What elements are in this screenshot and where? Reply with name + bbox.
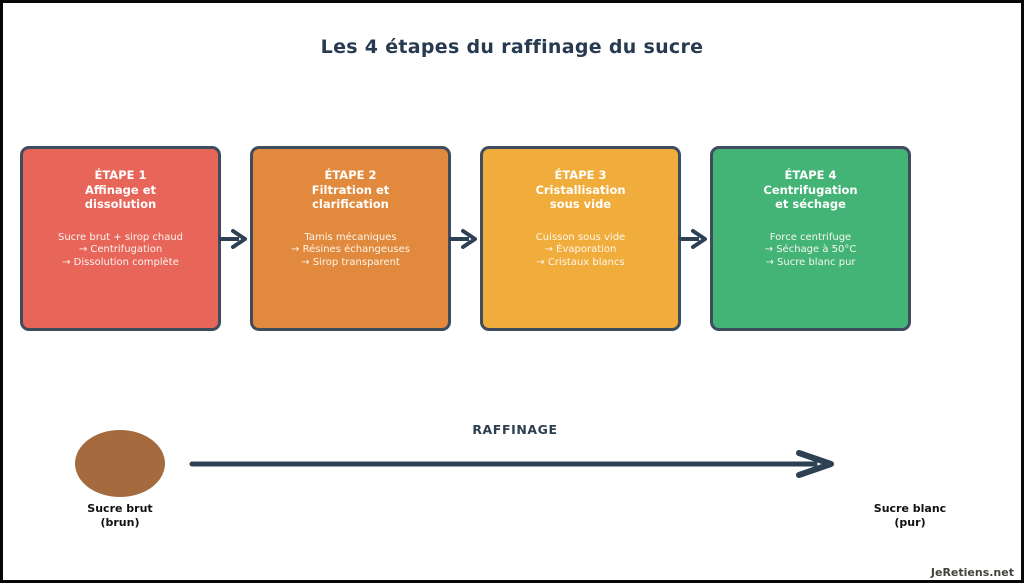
step-4-body-line-2: → Séchage à 50°C	[764, 244, 857, 255]
page-title: Les 4 étapes du raffinage du sucre	[320, 36, 704, 58]
arrow-right-icon	[219, 229, 247, 249]
start-state-label: Sucre brut (brun)	[50, 502, 190, 529]
arrow-right-icon	[679, 229, 707, 249]
step-3-title: ÉTAPE 3 Cristallisation sous vide	[483, 168, 678, 212]
step-2-title: ÉTAPE 2 Filtration et clarification	[253, 168, 448, 212]
flow-label: RAFFINAGE	[472, 422, 558, 437]
step-4-body: Force centrifuge → Séchage à 50°C → Sucr…	[713, 232, 908, 270]
step-1-title-line-3: dissolution	[84, 197, 157, 211]
step-2-body-line-3: → Sirop transparent	[301, 256, 400, 268]
watermark: JeRetiens.net	[930, 566, 1014, 579]
refining-flow-arrow	[189, 450, 834, 478]
end-state-label: Sucre blanc (pur)	[840, 502, 980, 529]
step-2-body-line-2: → Résines échangeuses	[291, 244, 410, 255]
start-state-label-line-2: (brun)	[100, 515, 140, 529]
step-1-title-line-1: ÉTAPE 1	[94, 168, 147, 182]
step-1-title-line-2: Affinage et	[84, 182, 156, 197]
step-4-title-line-1: ÉTAPE 4	[784, 168, 837, 182]
step-1-body-line-3: → Dissolution complète	[62, 256, 179, 268]
end-state-label-line-2: (pur)	[894, 515, 926, 529]
end-state-label-line-1: Sucre blanc	[873, 502, 947, 515]
step-box-4: ÉTAPE 4 Centrifugation et séchage Force …	[710, 146, 911, 331]
step-2-title-line-1: ÉTAPE 2	[324, 168, 377, 182]
arrow-right-icon	[449, 229, 477, 249]
step-2-body: Tamis mécaniques → Résines échangeuses →…	[253, 232, 448, 270]
step-3-body-line-3: → Cristaux blancs	[536, 256, 625, 268]
step-3-title-line-3: sous vide	[549, 197, 612, 211]
step-2-body-line-1: Tamis mécaniques	[304, 231, 397, 243]
step-3-title-line-2: Cristallisation	[535, 182, 626, 197]
step-1-body-line-1: Sucre brut + sirop chaud	[57, 231, 184, 243]
step-box-1: ÉTAPE 1 Affinage et dissolution Sucre br…	[20, 146, 221, 331]
step-4-title-line-2: Centrifugation	[763, 182, 858, 197]
step-3-body-line-1: Cuisson sous vide	[535, 231, 626, 243]
step-3-body-line-2: → Évaporation	[544, 244, 617, 255]
step-4-title: ÉTAPE 4 Centrifugation et séchage	[713, 168, 908, 212]
step-1-body-line-2: → Centrifugation	[78, 244, 163, 255]
step-4-body-line-3: → Sucre blanc pur	[765, 256, 856, 268]
raw-sugar-ellipse	[75, 430, 165, 497]
step-2-title-line-3: clarification	[312, 197, 389, 211]
step-3-title-line-1: ÉTAPE 3	[554, 168, 607, 182]
step-box-2: ÉTAPE 2 Filtration et clarification Tami…	[250, 146, 451, 331]
step-4-title-line-3: et séchage	[775, 197, 846, 211]
step-3-body: Cuisson sous vide → Évaporation → Crista…	[483, 232, 678, 270]
step-1-body: Sucre brut + sirop chaud → Centrifugatio…	[23, 232, 218, 270]
step-4-body-line-1: Force centrifuge	[769, 231, 852, 243]
step-1-title: ÉTAPE 1 Affinage et dissolution	[23, 168, 218, 212]
step-2-title-line-2: Filtration et	[311, 182, 390, 197]
start-state-label-line-1: Sucre brut	[87, 502, 153, 515]
step-box-3: ÉTAPE 3 Cristallisation sous vide Cuisso…	[480, 146, 681, 331]
